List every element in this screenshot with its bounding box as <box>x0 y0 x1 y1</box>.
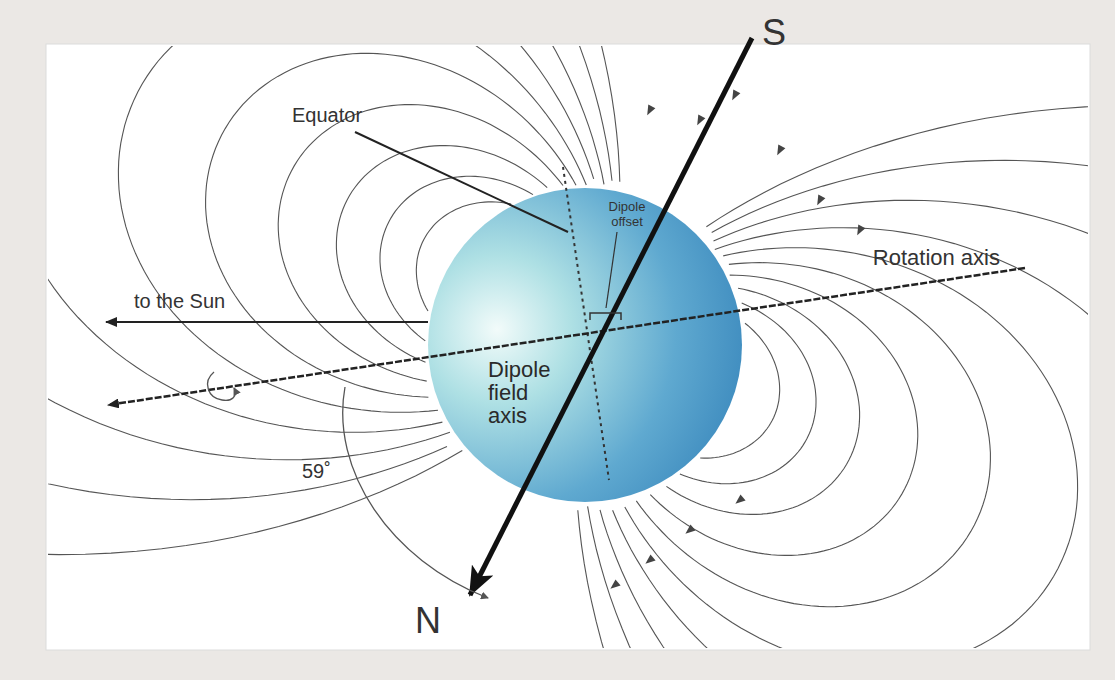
dipole-equator <box>563 167 609 480</box>
field-arrow <box>857 225 865 236</box>
leader-line <box>355 132 568 232</box>
dipole-axis <box>470 38 752 595</box>
label: N <box>415 600 455 641</box>
label: Dipole offset <box>597 200 657 230</box>
label: S <box>762 12 802 53</box>
planet <box>428 188 742 502</box>
angle-arc <box>343 387 488 598</box>
offset-bracket <box>590 313 621 320</box>
sun-arrow <box>106 321 428 323</box>
rotation-curl <box>208 372 236 400</box>
field-arrow <box>777 145 785 156</box>
label: 59˚ <box>302 460 362 483</box>
field-arrow <box>732 90 740 101</box>
label: Rotation axis <box>872 232 1000 284</box>
field-arrow <box>647 105 655 116</box>
field-arrow <box>735 494 745 503</box>
field-arrow <box>697 115 705 126</box>
rotation-axis <box>108 268 1025 405</box>
label: Equator <box>292 104 402 127</box>
field-arrow <box>645 554 655 563</box>
label: to the Sun <box>134 290 264 313</box>
field-arrow <box>685 524 695 533</box>
field-lines <box>48 46 1088 648</box>
label: Dipole field axis <box>488 358 562 427</box>
leader-line <box>606 232 617 308</box>
panel <box>46 44 1090 650</box>
field-arrow <box>610 579 620 588</box>
field-arrow <box>817 195 825 206</box>
